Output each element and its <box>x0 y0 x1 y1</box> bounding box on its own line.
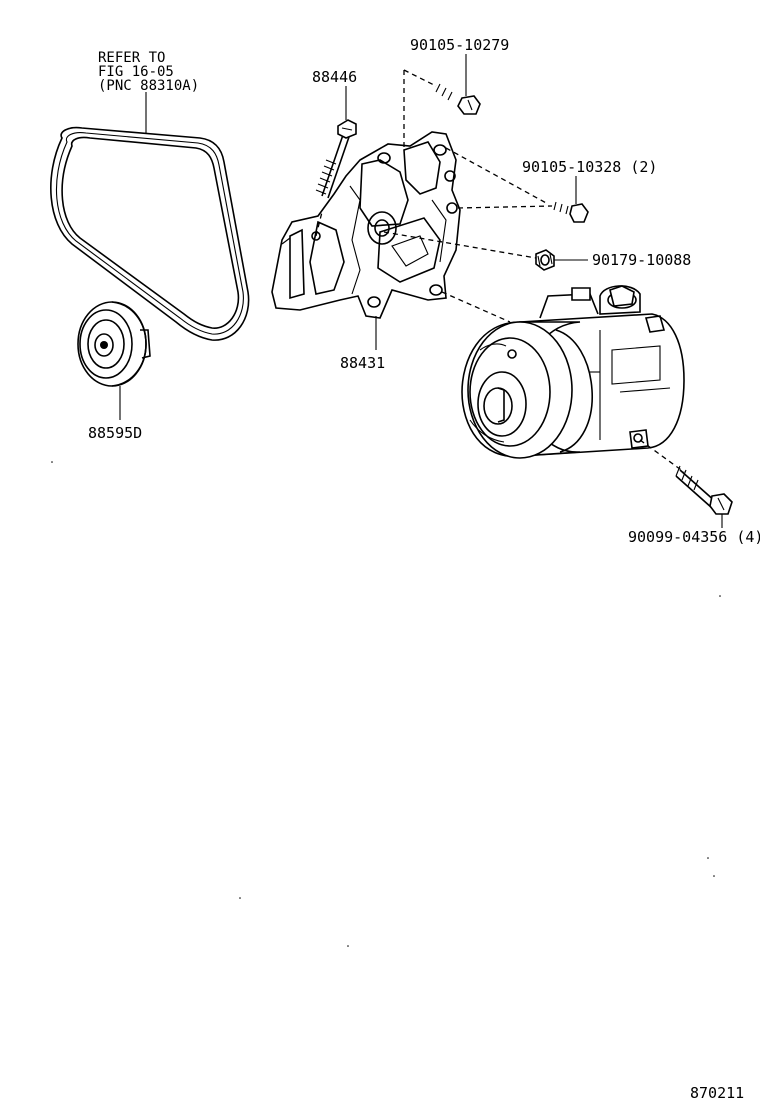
bolt-90099-04356 <box>675 465 733 515</box>
labels: REFER TO FIG 16-05 (PNC 88310A) 90105-10… <box>88 36 760 1102</box>
v-belt <box>50 126 250 341</box>
stud-88446 <box>315 119 357 199</box>
reference-note-line3: (PNC 88310A) <box>98 78 199 94</box>
label-compressor-bolt: 90099-04356 (4) <box>628 528 760 546</box>
label-stud: 88446 <box>312 68 357 86</box>
mounting-bracket <box>271 131 461 319</box>
label-nut: 90179-10088 <box>592 251 691 269</box>
reference-note-line1: REFER TO <box>98 50 165 66</box>
assembly-dashed-lines <box>315 69 685 473</box>
bolt-90105-10328 <box>551 201 589 223</box>
leader-lines <box>119 54 723 528</box>
label-bracket: 88431 <box>340 354 385 372</box>
idler-pulley <box>77 301 151 387</box>
label-bolt-mid: 90105-10328 (2) <box>522 158 657 176</box>
bolt-90105-10279 <box>434 83 481 115</box>
label-bolt-top: 90105-10279 <box>410 36 509 54</box>
reference-note-line2: FIG 16-05 <box>98 64 174 80</box>
scan-specks <box>51 461 721 947</box>
figure-number: 870211 <box>690 1084 744 1102</box>
label-pulley: 88595D <box>88 424 142 442</box>
nut-90179-10088 <box>535 249 555 271</box>
ac-compressor <box>461 285 685 459</box>
